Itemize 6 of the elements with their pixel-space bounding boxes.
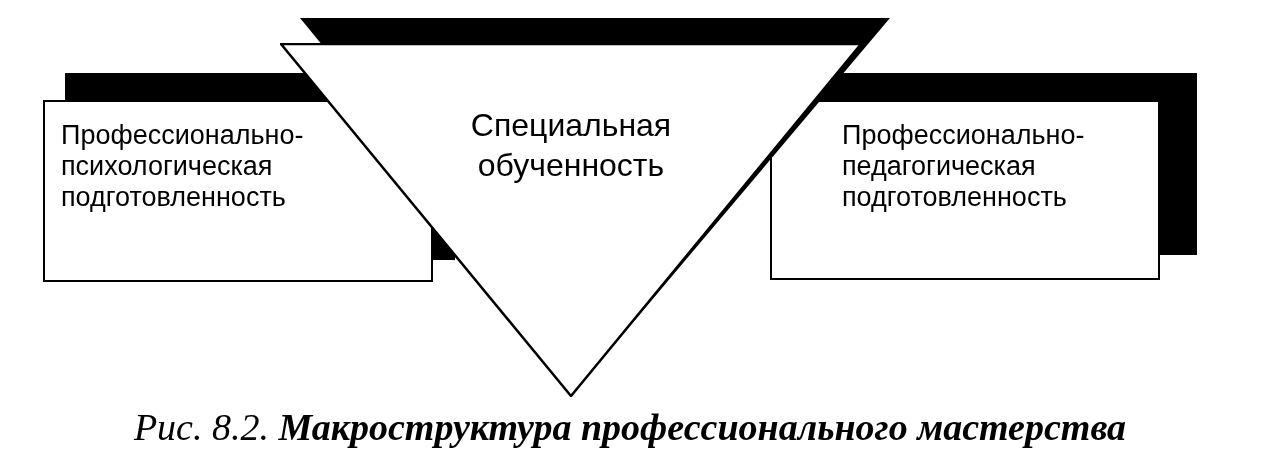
node-label: Специальная обученность bbox=[469, 106, 673, 185]
node-label: Профессионально-педагогическая подготовленность bbox=[842, 120, 1086, 213]
figure-caption: Рис. 8.2. Макроструктура профессионального мастерства bbox=[132, 405, 1128, 449]
text-box bbox=[770, 100, 1160, 280]
node-label: Профессионально-психологическая подготовленность bbox=[61, 120, 305, 213]
text-box bbox=[43, 100, 433, 282]
